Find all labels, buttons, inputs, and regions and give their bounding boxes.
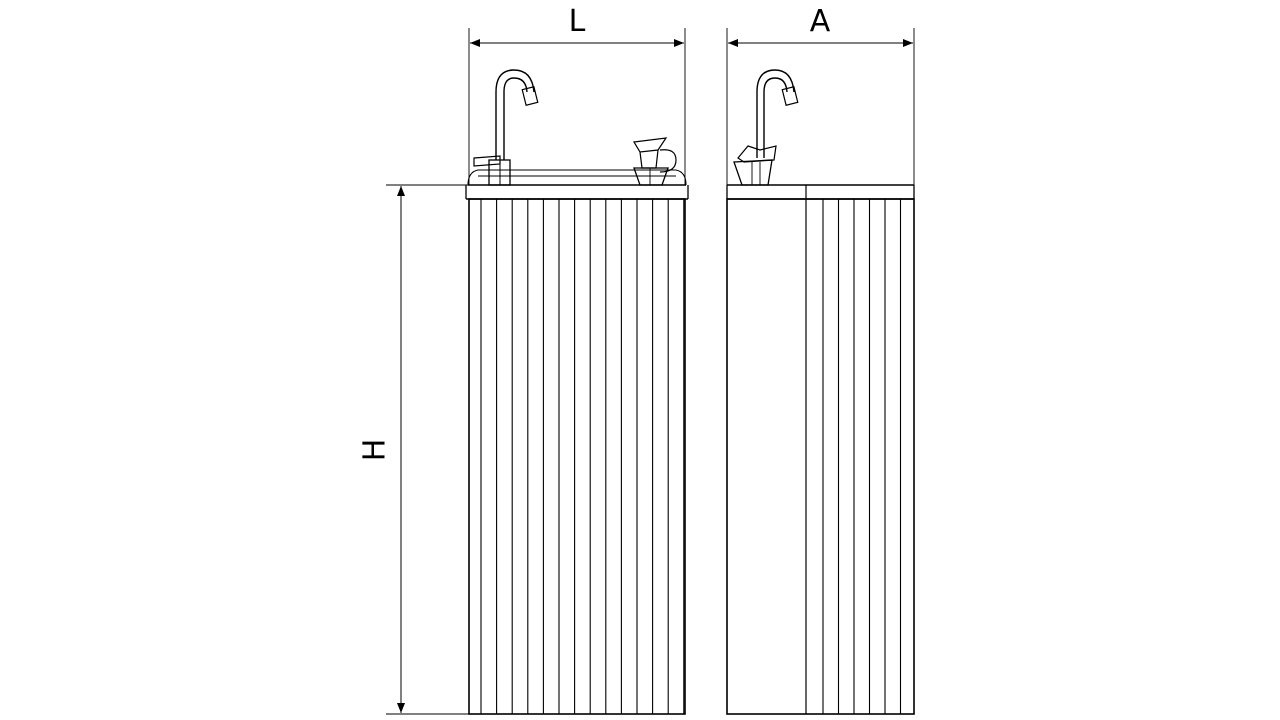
front-gooseneck-faucet	[473, 69, 539, 186]
side-view	[726, 69, 915, 715]
dimension-height: H	[358, 184, 469, 715]
dimension-label-height: H	[358, 439, 393, 462]
dimension-length: L	[468, 4, 686, 185]
dimension-label-depth: A	[810, 4, 831, 39]
front-cabinet-slats	[480, 199, 685, 714]
front-bubbler-nozzle	[633, 137, 677, 186]
front-view	[465, 69, 689, 715]
side-basin-top	[726, 184, 915, 200]
dimension-label-length: L	[569, 4, 586, 39]
side-cabinet-slats	[822, 199, 902, 714]
dimension-depth: A	[726, 4, 915, 185]
side-cabinet-body	[726, 198, 915, 715]
side-faucet-assembly	[733, 69, 799, 186]
